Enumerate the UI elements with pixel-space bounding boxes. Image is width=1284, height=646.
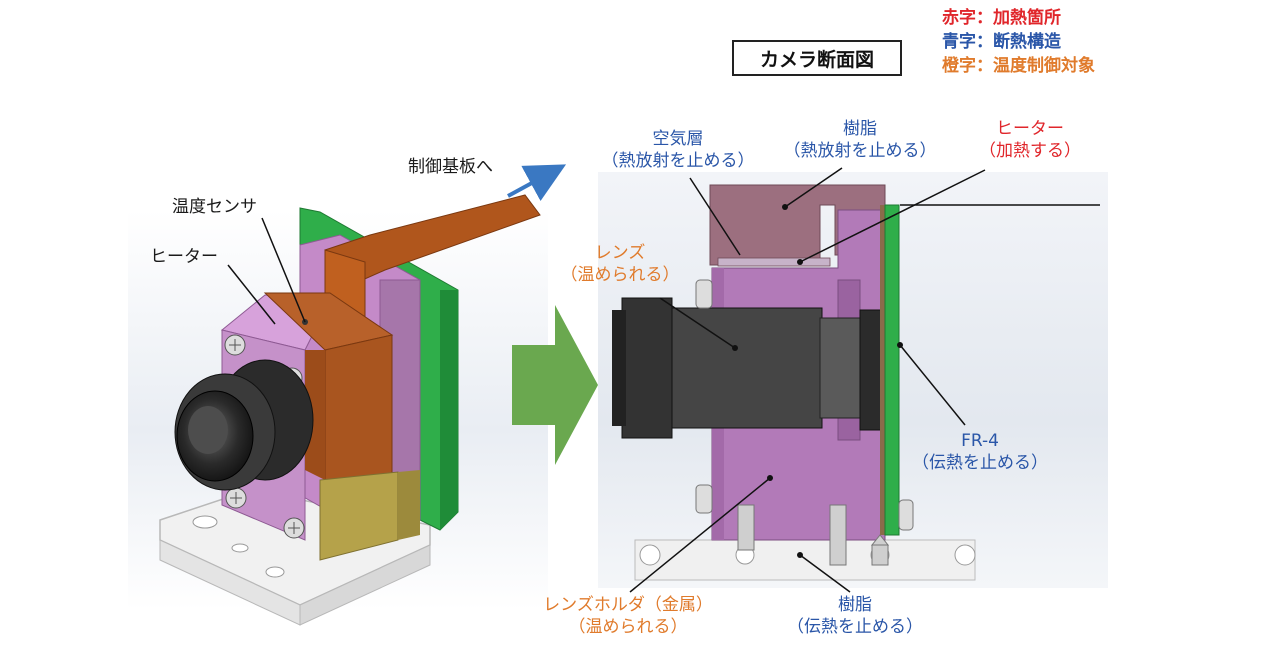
label-control-board: 制御基板へ	[408, 157, 493, 177]
legend-blue: 青字：断熱構造	[942, 32, 1061, 52]
label-temp-sensor: 温度センサ	[172, 197, 257, 217]
label-fr4: FR-4 （伝熱を止める）	[912, 431, 1048, 473]
label-air-layer: 空気層 （熱放射を止める）	[601, 129, 755, 171]
legend-red: 赤字：加熱箇所	[942, 8, 1061, 28]
transition-arrow	[512, 305, 598, 465]
label-resin-top: 樹脂 （熱放射を止める）	[783, 119, 937, 161]
diagram-title: カメラ断面図	[732, 40, 902, 76]
color-legend: 赤字：加熱箇所 青字：断熱構造 橙字：温度制御対象	[942, 6, 1095, 78]
legend-orange: 橙字：温度制御対象	[942, 56, 1095, 76]
label-lens: レンズ （温められる）	[560, 243, 680, 285]
right-cross-section	[612, 184, 976, 581]
label-lens-holder: レンズホルダ（金属） （温められる）	[543, 595, 713, 637]
label-heater-left: ヒーター	[150, 247, 218, 267]
label-heater-right: ヒーター （加熱する）	[979, 119, 1081, 161]
left-camera-3d	[159, 194, 541, 626]
label-resin-bottom: 樹脂 （伝熱を止める）	[787, 595, 923, 637]
